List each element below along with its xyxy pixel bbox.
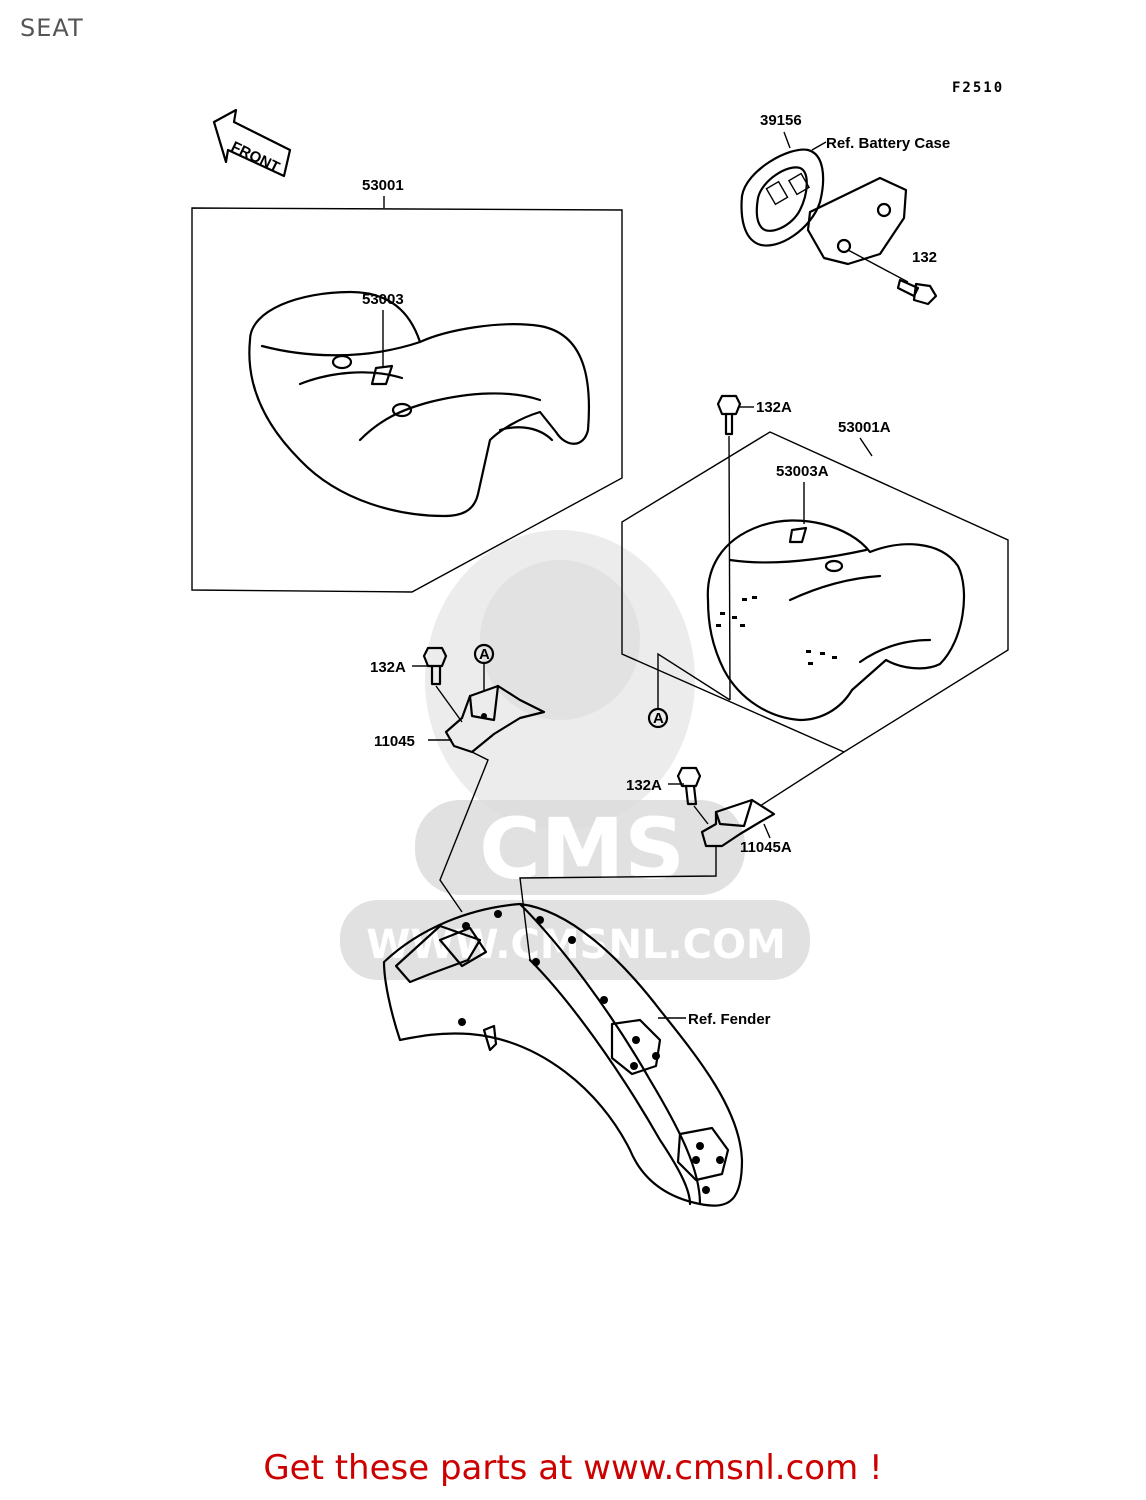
cta-banner[interactable]: Get these parts at www.cmsnl.com ! <box>263 1448 883 1488</box>
bracket-11045-group: 132A 11045 <box>370 646 546 913</box>
callout-11045: 11045 <box>374 733 415 750</box>
callout-132a-right: 132A <box>626 777 662 794</box>
callout-132a-top: 132A <box>756 399 792 416</box>
callout-53003a: 53003A <box>776 463 829 480</box>
bolt-132-icon <box>896 278 938 306</box>
callout-39156: 39156 <box>760 112 802 129</box>
callout-11045a: 11045A <box>740 839 792 856</box>
seat-53001-group: 53001 53003 <box>191 177 623 593</box>
watermark: CMS WWW.CMSNL.COM <box>340 530 810 980</box>
seat-rear-drawing <box>706 519 966 722</box>
callout-battery-case: Ref. Battery Case <box>826 135 950 152</box>
callout-fender: Ref. Fender <box>688 1011 771 1028</box>
front-arrow-icon: FRONT <box>212 108 292 178</box>
seat-front-drawing <box>248 290 591 518</box>
bracket-11045a-group: 132A 11045A <box>519 751 845 961</box>
fender-drawing <box>382 902 744 1207</box>
bolt-132a-top-icon <box>716 394 742 436</box>
bracket-11045a-drawing <box>700 798 776 848</box>
bracket-11045-drawing <box>444 684 546 754</box>
bolt-132a-right-icon <box>676 766 702 806</box>
front-arrow-label: FRONT <box>228 138 282 176</box>
ref-a-right: A <box>653 710 664 727</box>
reference-a-links: A A <box>473 643 731 729</box>
callout-53001: 53001 <box>362 177 404 194</box>
holder-39156-group: 39156 Ref. Battery Case 132 <box>740 112 950 306</box>
bolt-132a-left-icon <box>422 646 448 686</box>
callout-53001a: 53001A <box>838 419 891 436</box>
holder-drawing <box>740 148 908 266</box>
ref-a-left: A <box>479 646 490 663</box>
figure-code: F2510 <box>952 80 1004 96</box>
page-title: SEAT <box>20 14 84 42</box>
seat-53001a-group: 132A 53001A 53003A <box>621 394 1009 753</box>
callout-132: 132 <box>912 249 937 266</box>
callout-132a-left: 132A <box>370 659 406 676</box>
watermark-brand: CMS <box>479 800 685 898</box>
